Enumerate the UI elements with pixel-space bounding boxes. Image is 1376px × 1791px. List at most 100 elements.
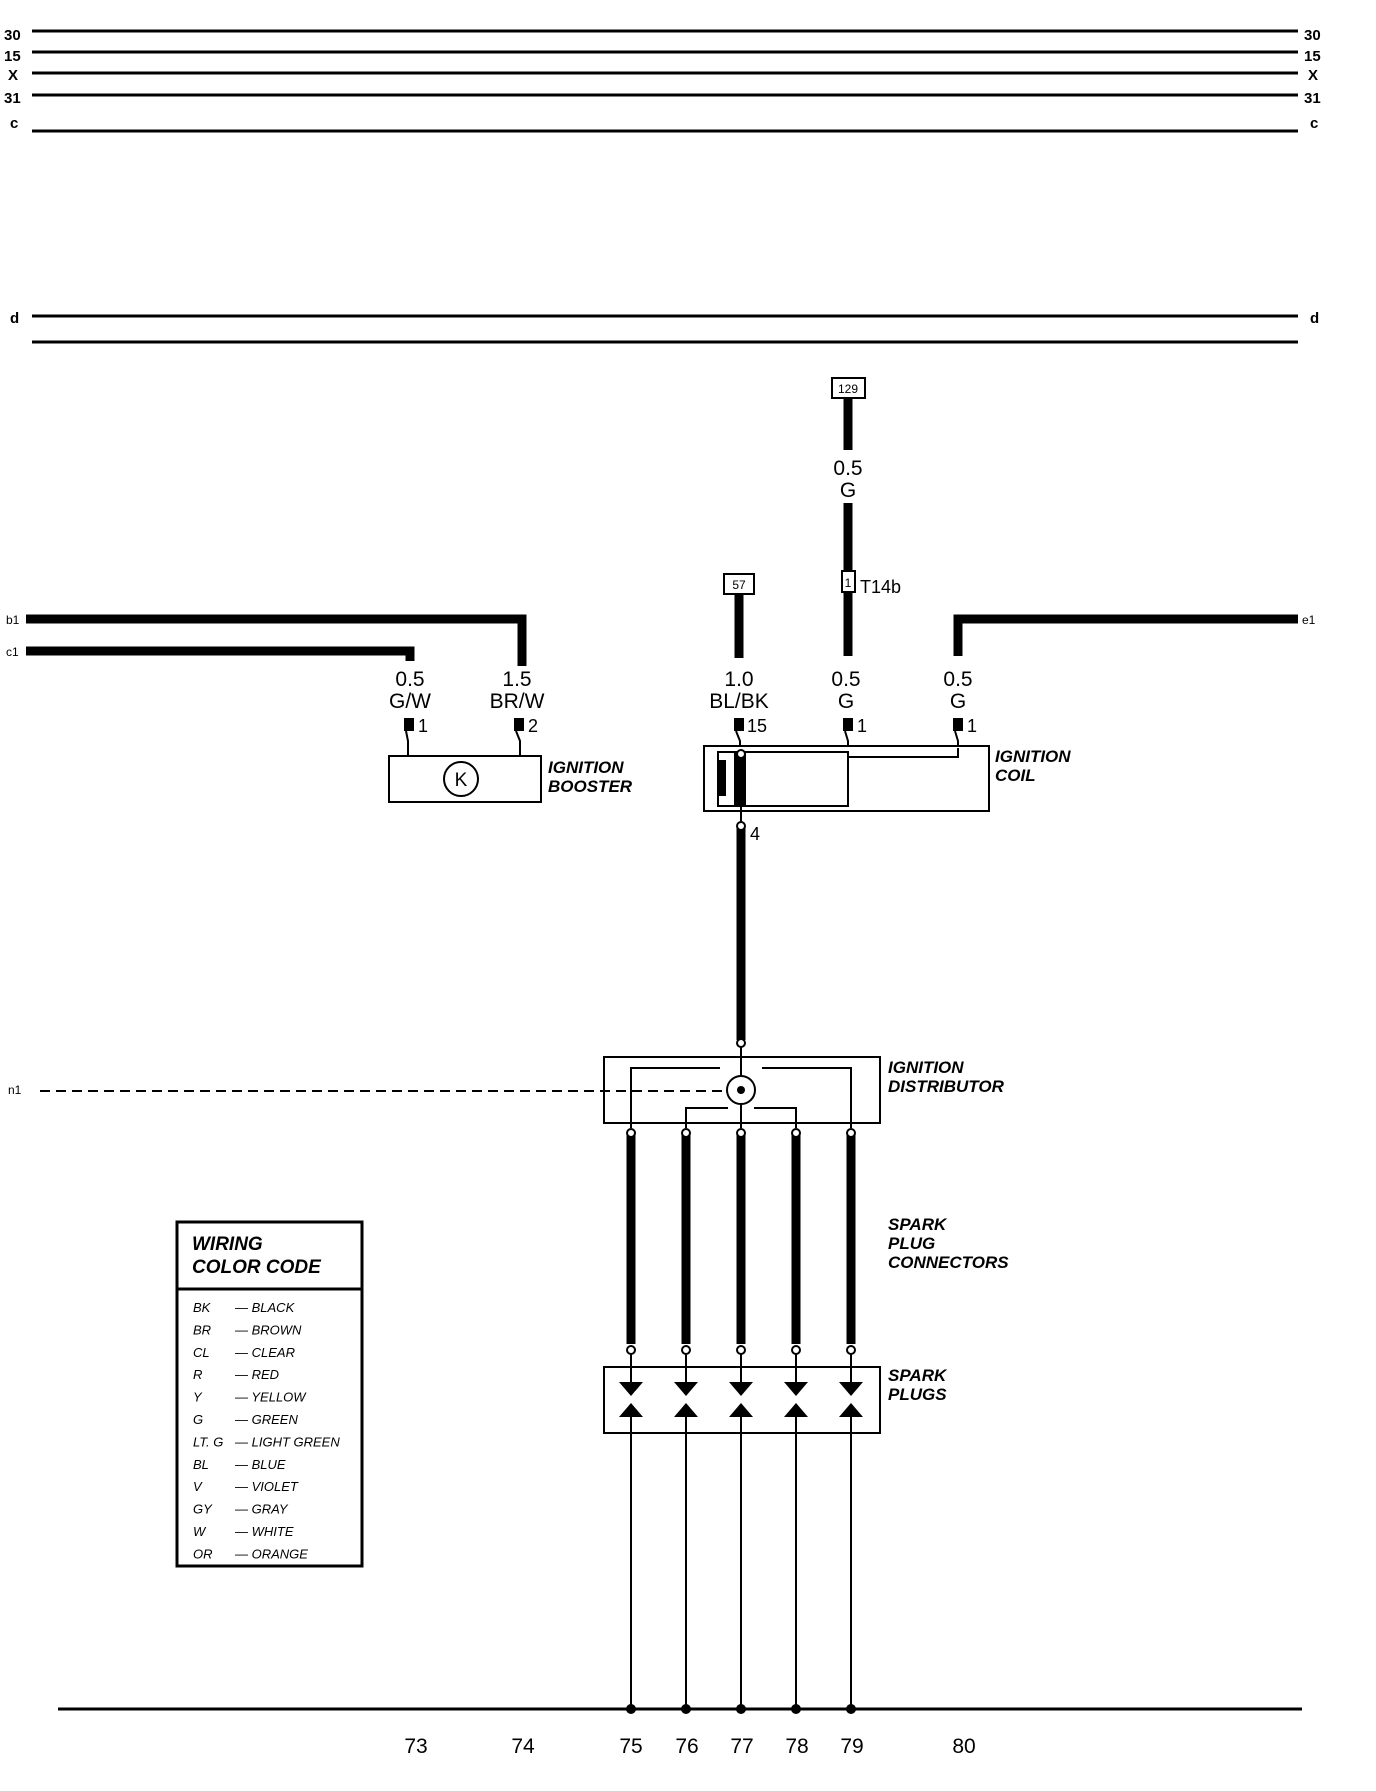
wire-c1-booster: [26, 646, 415, 661]
coil-in1a-color: G: [838, 690, 854, 713]
primary-winding: [718, 760, 726, 796]
connector-t14b-pin: 1: [845, 576, 852, 590]
grid-numbers: 73 74 75 76 77 78 79 80: [404, 1735, 975, 1758]
coil-in1b-color: G: [950, 690, 966, 713]
legend-code: W: [193, 1524, 207, 1539]
bus-labels-right: 30 15 X 31 c d: [1304, 27, 1321, 327]
legend-code: BR: [193, 1322, 211, 1337]
legend-color-name: — BROWN: [234, 1322, 302, 1337]
grid-number: 78: [785, 1735, 808, 1758]
edge-ref-c1: c1: [6, 645, 19, 659]
booster-in1-color: G/W: [389, 690, 431, 713]
legend-code: GY: [193, 1502, 213, 1517]
pin-legs: [405, 730, 959, 757]
bus-labels-left: 30 15 X 31 c d: [4, 27, 21, 327]
grid-number: 77: [730, 1735, 753, 1758]
edge-ref-n1: n1: [8, 1083, 22, 1097]
wire-e1-coil: [953, 614, 1298, 656]
rail-15-label-left: 15: [4, 48, 21, 65]
wire-129-color: G: [840, 479, 856, 502]
ignition-distributor: [40, 1038, 881, 1138]
grid-number: 76: [675, 1735, 698, 1758]
legend-items: BK — BLACK BR — BROWN CL — CLEAR R — RED Y — YELL…: [193, 1300, 340, 1561]
legend-title-line1: WIRING: [192, 1234, 263, 1255]
coil-in15-size: 1.0: [724, 668, 753, 691]
connector-t14b: 1 T14b: [841, 570, 901, 597]
wire-129-size: 0.5: [833, 457, 862, 480]
legend-code: R: [193, 1367, 202, 1382]
legend-color-name: — GRAY: [234, 1502, 289, 1517]
legend-code: CL: [193, 1345, 210, 1360]
booster-label-line2: BOOSTER: [548, 777, 633, 796]
rail-c-label-right: c: [1310, 115, 1318, 132]
ground-junctions: [626, 1704, 856, 1714]
connectors-label-line3: CONNECTORS: [888, 1253, 1009, 1272]
rail-30-label-left: 30: [4, 27, 21, 44]
legend-color-name: — YELLOW: [234, 1390, 307, 1405]
coil-pin-1b: 1: [967, 716, 977, 736]
legend-color-name: — RED: [234, 1367, 279, 1382]
coil-pin-4: 4: [750, 824, 760, 844]
rail-c-label-left: c: [10, 115, 18, 132]
plugs-label-line1: SPARK: [888, 1366, 948, 1385]
legend-color-name: — ORANGE: [234, 1546, 308, 1561]
grid-number: 80: [952, 1735, 975, 1758]
legend-title-line2: COLOR CODE: [192, 1257, 322, 1278]
coil-pin-1a: 1: [857, 716, 867, 736]
rail-x-label-right: X: [1308, 67, 1318, 84]
legend-code: V: [193, 1479, 203, 1494]
booster-pin-1: 1: [418, 716, 428, 736]
secondary-winding: [734, 752, 746, 806]
coil-in15-color: BL/BK: [709, 690, 769, 713]
legend-code: G: [193, 1412, 203, 1427]
plugs-label-line2: PLUGS: [888, 1385, 947, 1404]
bus-rails: [32, 29, 1298, 344]
svg-text:129: 129: [838, 382, 858, 396]
ref-box-129: 129: [831, 377, 866, 399]
ignition-coil: [703, 745, 990, 831]
transistor-icon: [443, 761, 479, 797]
grid-number: 73: [404, 1735, 427, 1758]
legend-code: BL: [193, 1457, 209, 1472]
booster-in1-size: 0.5: [395, 668, 424, 691]
rail-x-label-left: X: [8, 67, 18, 84]
rail-d-label-right: d: [1310, 310, 1319, 327]
connector-t14b-label: T14b: [860, 577, 901, 597]
spark-plugs: [603, 1345, 881, 1709]
grid-number: 79: [840, 1735, 863, 1758]
booster-in2-size: 1.5: [502, 668, 531, 691]
legend-code: OR: [193, 1546, 213, 1561]
coil-in1b-size: 0.5: [943, 668, 972, 691]
wire-b1-booster: [26, 614, 527, 666]
legend-code: BK: [193, 1300, 212, 1315]
rail-15-label-right: 15: [1304, 48, 1321, 65]
rail-d-label-left: d: [10, 310, 19, 327]
rail-31-label-left: 31: [4, 90, 21, 107]
legend-color-name: — WHITE: [234, 1524, 294, 1539]
connectors-label-line1: SPARK: [888, 1215, 948, 1234]
heavy-wires: [26, 396, 1298, 1344]
grid-number: 74: [511, 1735, 535, 1758]
pin-terminals: [404, 718, 963, 731]
coil-label-line1: IGNITION: [995, 747, 1071, 766]
legend-color-name: — BLACK: [234, 1300, 296, 1315]
legend-color-name: — VIOLET: [234, 1479, 299, 1494]
distributor-label-line1: IGNITION: [888, 1058, 964, 1077]
legend-color-name: — BLUE: [234, 1457, 286, 1472]
edge-ref-b1: b1: [6, 613, 20, 627]
ignition-booster: K: [388, 755, 542, 803]
legend-color-name: — GREEN: [234, 1412, 298, 1427]
rail-30-label-right: 30: [1304, 27, 1321, 44]
wiring-color-code-legend: WIRING COLOR CODE BK — BLACK BR — BROWN CL — …: [175, 1220, 364, 1568]
legend-code: LT. G: [193, 1434, 223, 1449]
coil-pin-15: 15: [747, 716, 767, 736]
legend-color-name: — CLEAR: [234, 1345, 295, 1360]
booster-symbol: K: [455, 770, 468, 791]
coil-label-line2: COIL: [995, 766, 1036, 785]
legend-code: Y: [193, 1390, 203, 1405]
ref-box-57: 57: [723, 573, 755, 595]
booster-in2-color: BR/W: [490, 690, 545, 713]
connectors-label-line2: PLUG: [888, 1234, 935, 1253]
